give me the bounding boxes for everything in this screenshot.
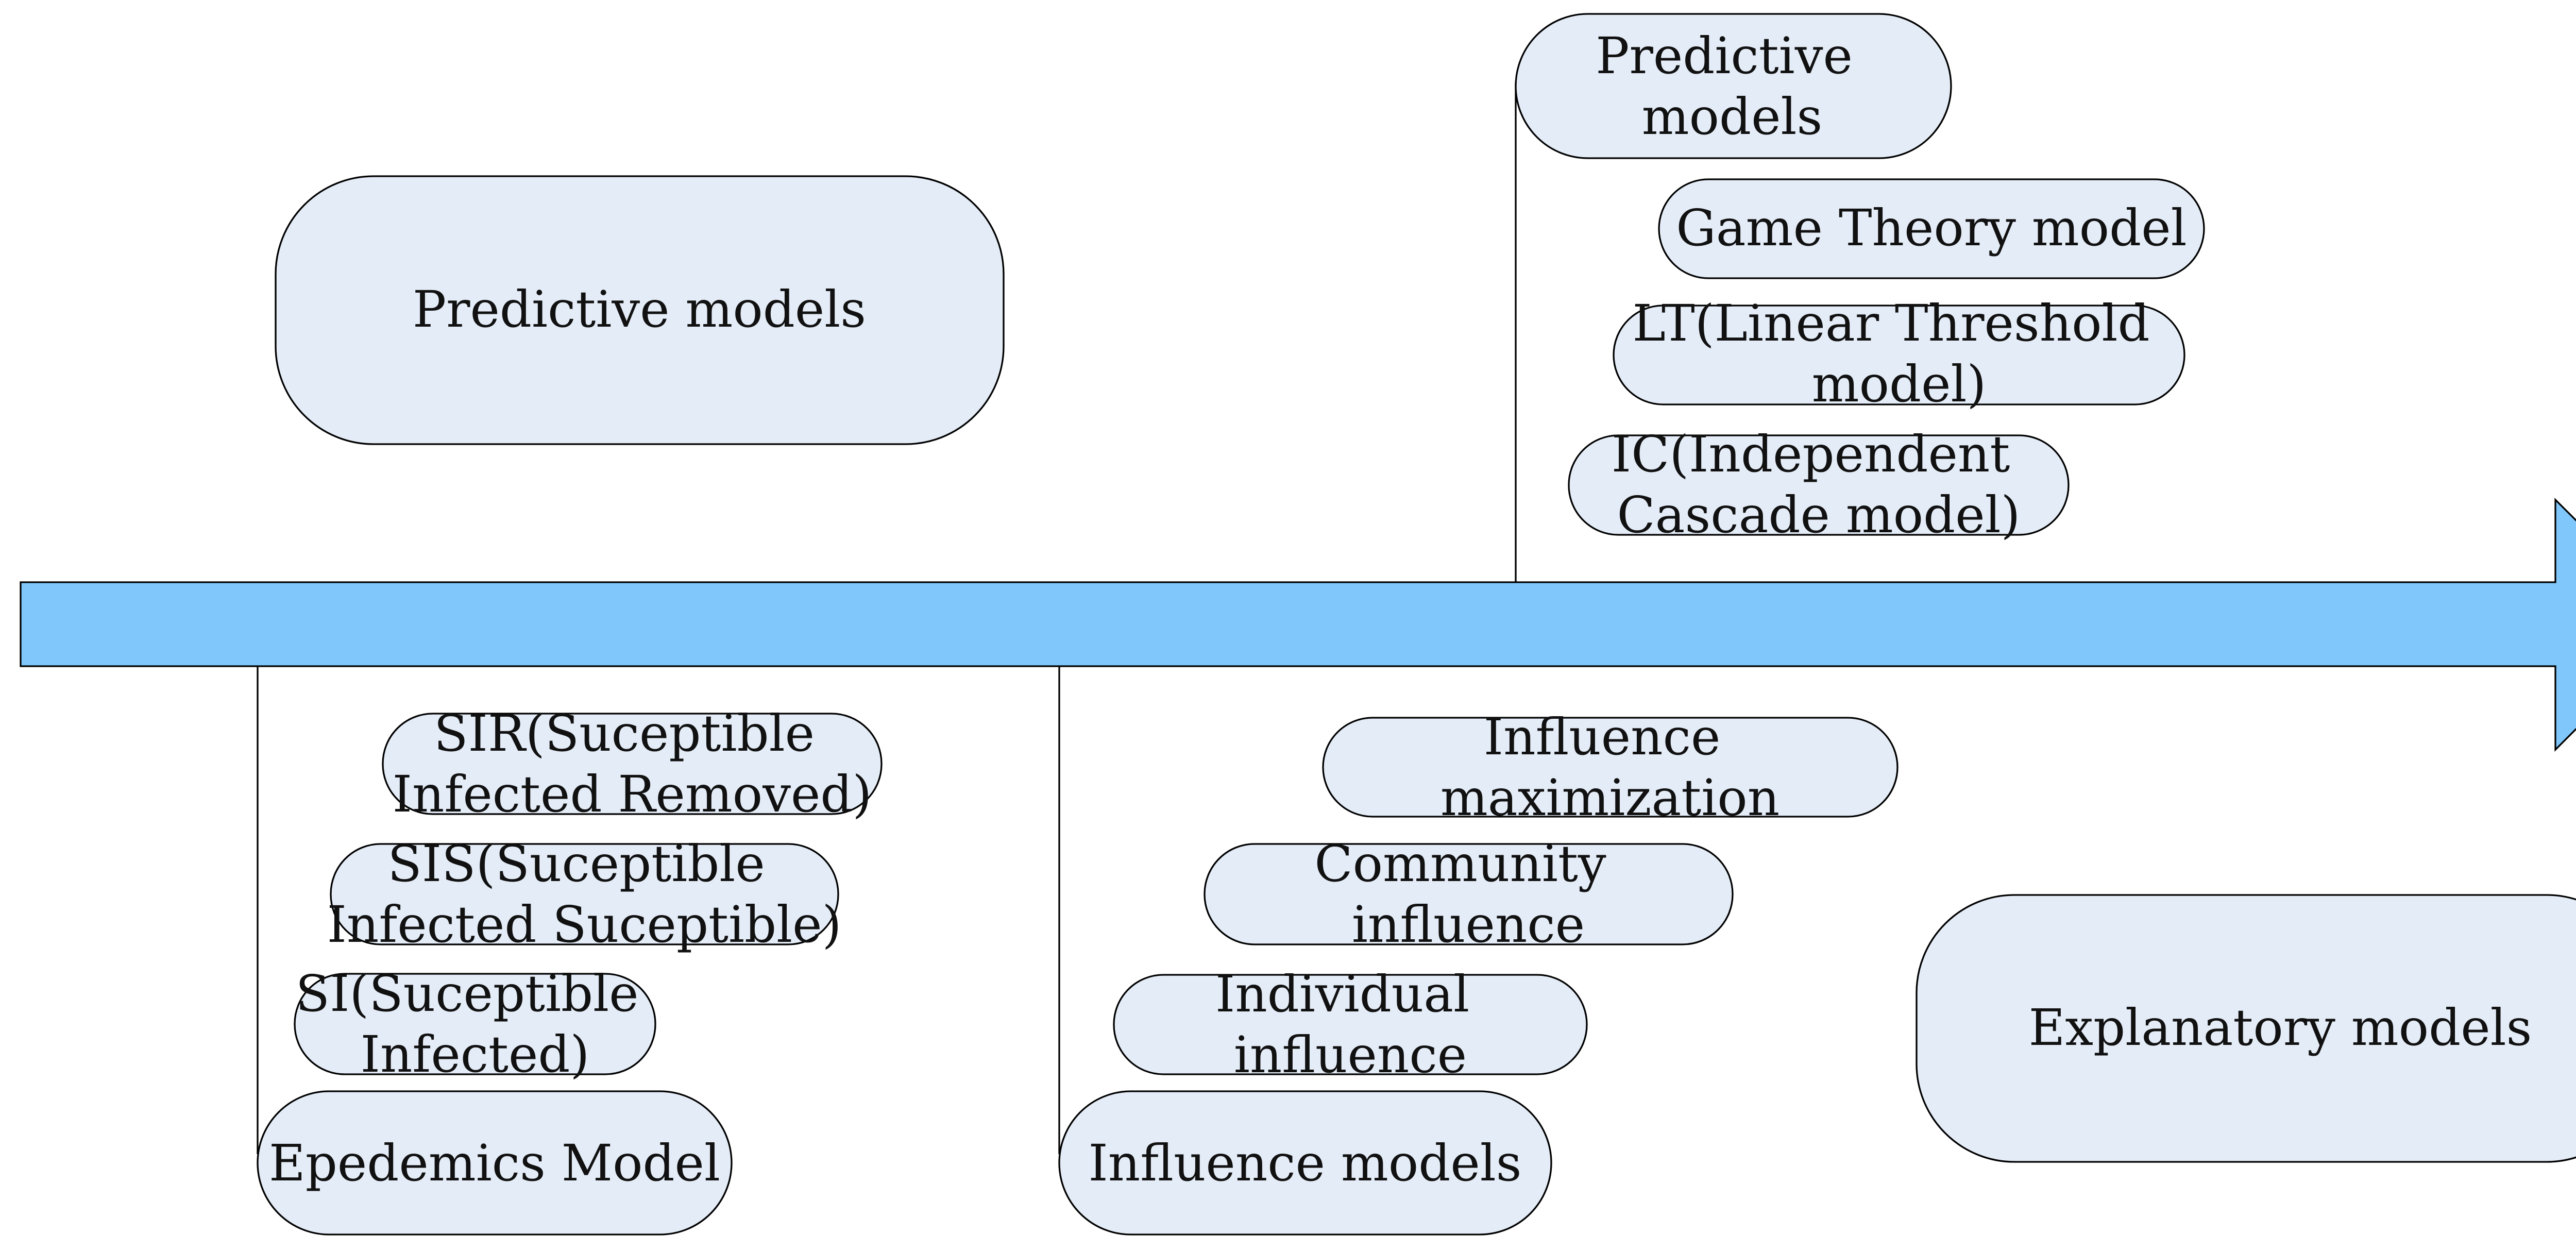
node-individual-influence: Individual influence [1113,965,1588,1084]
node-explanatory-models: Explanatory models [1916,894,2576,1163]
node-label-influence-maximization: Influence maximization [1440,708,1780,827]
node-community-influence: Community influence [1204,835,1734,954]
node-label-influence-models: Influence models [1088,1134,1521,1192]
node-sir-model: SIR(Suceptible Infected Removed) [382,704,883,823]
node-label-epidemics-model: Epedemics Model [269,1134,720,1192]
node-label-independent-cascade-model: IC(Independent Cascade model) [1612,425,2026,544]
node-label-sir-model: SIR(Suceptible Infected Removed) [393,704,872,823]
node-label-community-influence: Community influence [1314,835,1622,954]
node-linear-threshold-model: LT(Linear Threshold model) [1613,294,2185,413]
node-influence-maximization: Influence maximization [1322,708,1899,827]
node-label-si-model: SI(Suceptible Infected) [296,965,655,1084]
node-sis-model: SIS(Suceptible Infected Suceptible) [327,835,842,954]
node-game-theory-model: Game Theory model [1658,178,2205,279]
node-si-model: SI(Suceptible Infected) [294,965,656,1084]
node-independent-cascade-model: IC(Independent Cascade model) [1568,425,2070,544]
node-predictive-models-left: Predictive models [275,175,1005,445]
node-label-predictive-models-top: Predictive models [1596,27,1869,146]
node-label-explanatory-models: Explanatory models [2029,999,2532,1057]
node-influence-models: Influence models [1058,1090,1552,1236]
node-label-individual-influence: Individual influence [1215,965,1485,1084]
node-label-game-theory-model: Game Theory model [1676,199,2187,257]
node-epidemics-model: Epedemics Model [257,1090,733,1236]
node-label-linear-threshold-model: LT(Linear Threshold model) [1633,294,2166,413]
node-label-predictive-models-left: Predictive models [413,280,866,339]
timeline-arrow [20,498,2576,752]
node-predictive-models-top: Predictive models [1515,13,1952,159]
node-label-sis-model: SIS(Suceptible Infected Suceptible) [327,835,842,954]
